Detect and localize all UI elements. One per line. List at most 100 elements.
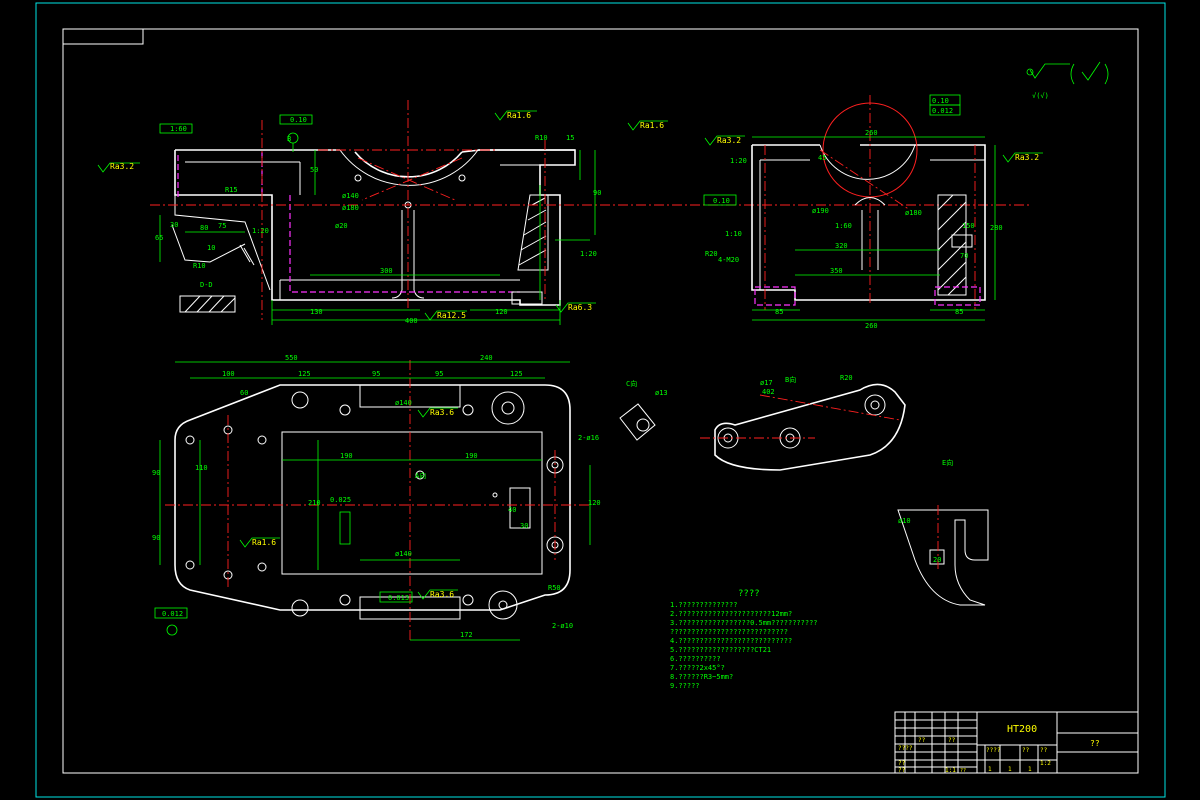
dim-side-70: 70 [960, 252, 968, 260]
ra-side-left: Ra3.2 [717, 136, 741, 145]
tb-cell-13: 1 [1008, 766, 1012, 773]
dim-phi20: ø20 [335, 222, 348, 230]
dim-120: 120 [495, 308, 508, 316]
dim-plan-125b: 125 [510, 370, 523, 378]
view-label-b: B向 [785, 375, 796, 384]
title-block: HT200 ?? ???? ?? ?? ???? ?? ?? ?? ?? 1:1… [894, 711, 1139, 774]
dim-side-280: 280 [990, 224, 1003, 232]
dim-phi140: ø140 [342, 192, 359, 200]
tb-cell-14: 1 [1028, 766, 1032, 773]
gdt-plan-0-013: 0.013 [388, 594, 409, 602]
dim-300: 300 [380, 267, 393, 275]
dim-side-phi180: ø180 [905, 209, 922, 217]
taper-1-60: 1:20 [580, 250, 597, 258]
dim-side-320: 320 [835, 242, 848, 250]
dim-side-85-right: 85 [955, 308, 963, 316]
dim-plan-phi140a: ø140 [395, 399, 412, 407]
dim-plan-95a: 95 [372, 370, 380, 378]
dim-detail-r20: R20 [840, 374, 853, 382]
tech-req-6: 6.?????????? [670, 655, 721, 663]
dim-side-260-bottom: 260 [865, 322, 878, 330]
title-material: HT200 [1007, 724, 1037, 735]
view-label-dd: D-D [200, 281, 213, 289]
dim-plan-550: 550 [285, 354, 298, 362]
dim-side-45: 45 [818, 154, 826, 162]
taper-side-1-60: 1:60 [835, 222, 852, 230]
dim-30: 30 [170, 221, 178, 229]
dim-plan-2phi16: 2-ø16 [578, 434, 599, 442]
dim-10: 10 [207, 244, 215, 252]
dim-plan-95b: 95 [435, 370, 443, 378]
tech-req-3b: ???????????????????????????? [670, 628, 788, 636]
dim-plan-110: 110 [195, 464, 208, 472]
tb-cell-12: 1 [988, 766, 992, 773]
general-surface-finish-symbol [1026, 61, 1109, 85]
dim-detail-20: 20 [933, 556, 941, 564]
dim-plan-60: 60 [240, 389, 248, 397]
tb-cell-8: 1:1 [945, 767, 956, 774]
tech-req-9: 9.????? [670, 682, 700, 690]
tb-cell-11: 1:2 [1040, 760, 1051, 767]
taper-1-20-b: 1:20 [252, 227, 269, 235]
dim-detail-phi13: ø13 [655, 389, 668, 397]
tb-cell-9: ?? [960, 768, 966, 774]
side-view: 260 260 320 350 85 85 280 70 150 1:20 1:… [703, 94, 1043, 330]
dim-plan-100: 100 [222, 370, 235, 378]
gdt-side-top-0-10: 0.10 [932, 97, 949, 105]
gdt-side-0-10: 0.10 [713, 197, 730, 205]
dim-plan-172: 172 [460, 631, 473, 639]
ra-front-top: Ra1.6 [507, 111, 531, 120]
taper-1-20-a: R15 [225, 186, 238, 194]
corner-tag-box [62, 28, 144, 45]
tb-cell-4: ?? [1022, 747, 1030, 754]
dim-side-150: 150 [962, 222, 975, 230]
gdt-plan-0-012: 0.012 [162, 610, 183, 618]
dim-75: 75 [218, 222, 226, 230]
ra-plan-bottom: Ra3.6 [430, 590, 454, 599]
dim-plan-phi140b: ø140 [395, 550, 412, 558]
view-label-e: E向 [942, 458, 953, 467]
dim-plan-125a: 125 [298, 370, 311, 378]
dim-80: 80 [200, 224, 208, 232]
detail-views: C向 ø13 B向 ø17 R20 402 E向 ø10 20 [619, 374, 989, 606]
dim-plan-190b: 190 [465, 452, 478, 460]
tech-req-1: 1.?????????????? [670, 601, 737, 609]
tb-cell-3: ???? [986, 747, 1001, 754]
view-label-c: C向 [626, 379, 637, 388]
gdt-front-0-10: 1:60 [170, 125, 187, 133]
gdt-front-0-025: 0.10 [290, 116, 307, 124]
dim-detail-phi17: ø17 [760, 379, 773, 387]
dim-400: 400 [405, 317, 418, 325]
ra-plan-left: Ra1.6 [252, 538, 276, 547]
ra-front-left: Ra3.2 [110, 162, 134, 171]
ra-front-bottom-right: Ra6.3 [568, 303, 592, 312]
tech-req-4: 4.??????????????????????????? [670, 637, 792, 645]
view-label-a: A向 [415, 471, 426, 480]
dim-side-260-top: 260 [865, 129, 878, 137]
dim-50: 50 [310, 166, 318, 174]
dim-side-4m20: 4-M20 [718, 256, 739, 264]
tb-cell-1: ?? [918, 737, 926, 744]
dim-90: 90 [593, 189, 601, 197]
plan-view: 550 240 100 125 95 95 125 60 110 90 90 2… [152, 354, 601, 641]
dim-side-phi190: ø190 [812, 207, 829, 215]
dim-side-r20: R20 [705, 250, 718, 258]
dim-plan-90b: 90 [152, 534, 160, 542]
dim-plan-30: 30 [520, 522, 528, 530]
dim-detail-phi10: ø10 [898, 517, 911, 525]
gdt-side-top-0-012: 0.012 [932, 107, 953, 115]
outer-sheet-border [35, 2, 1166, 798]
taper-side-1-20: 1:20 [730, 157, 747, 165]
dim-plan-40: 40 [508, 506, 516, 514]
dim-15: 15 [566, 134, 574, 142]
dim-plan-240: 240 [480, 354, 493, 362]
tech-req-8: 8.??????R3~5mm? [670, 673, 733, 681]
tb-cell-7: ?? [898, 767, 906, 774]
taper-side-1-10: 1:10 [725, 230, 742, 238]
ra-side-right: Ra3.2 [1015, 153, 1039, 162]
dim-detail-402: 402 [762, 388, 775, 396]
dim-phi180: ø180 [342, 204, 359, 212]
dim-plan-2phi10: 2-ø10 [552, 622, 573, 630]
ra-front-top-right: Ra1.6 [640, 121, 664, 130]
